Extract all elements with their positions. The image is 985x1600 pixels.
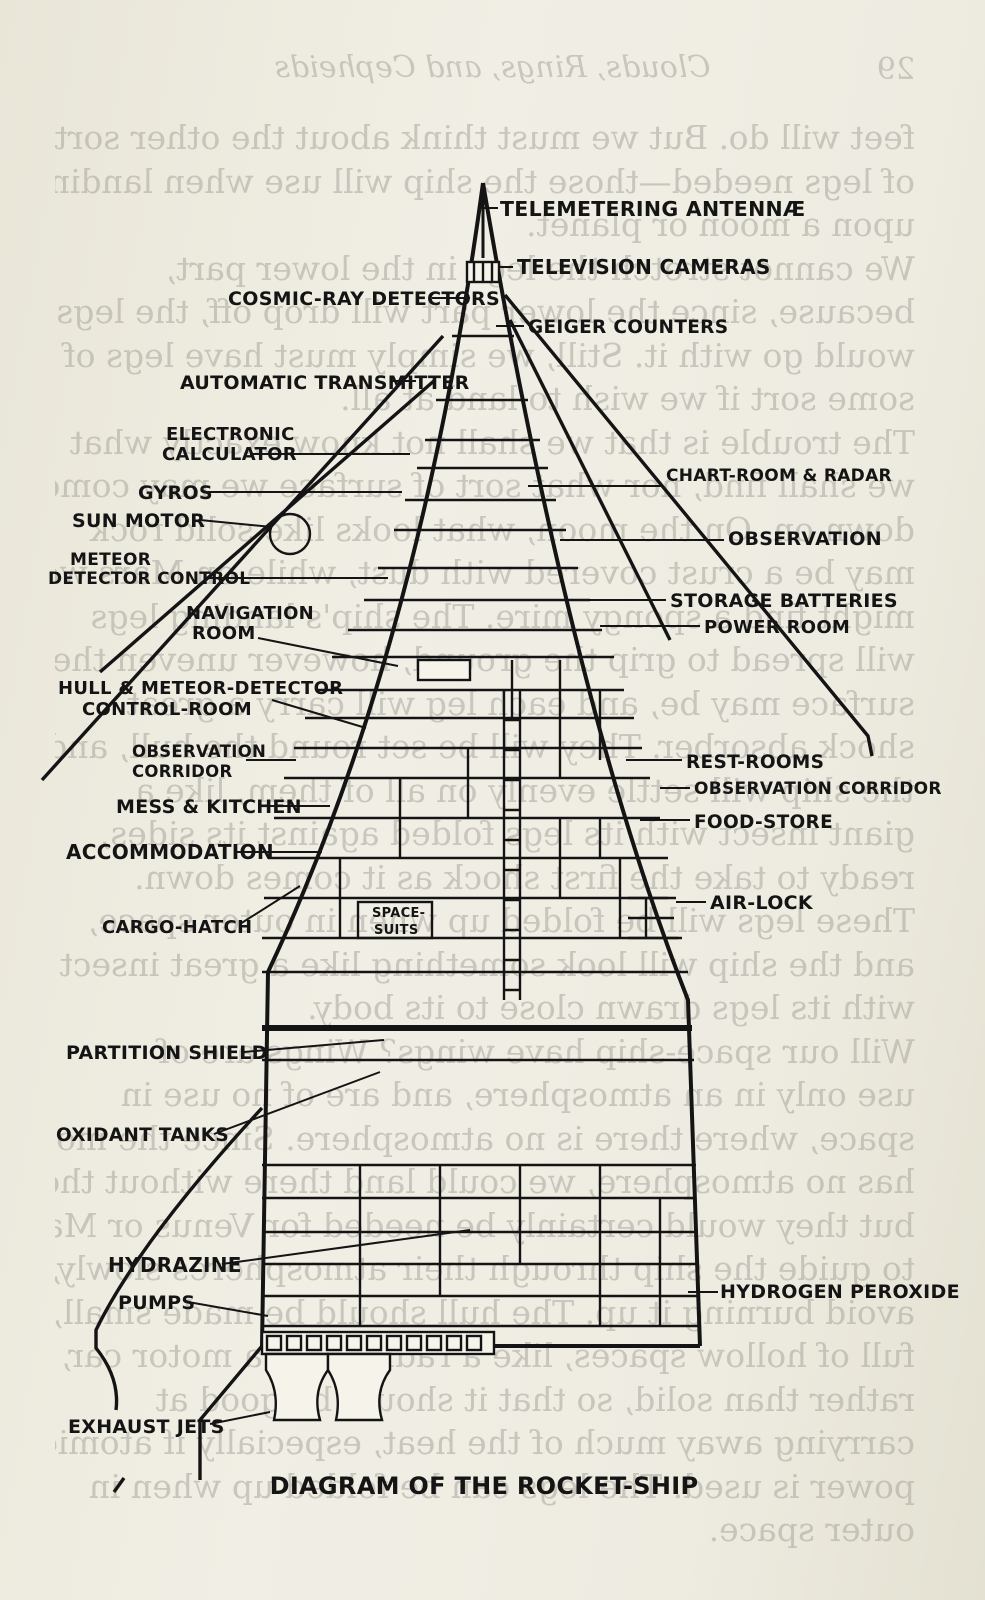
rocket-outline bbox=[262, 183, 700, 1346]
label-suits: SUITS bbox=[374, 923, 419, 938]
label-power-room: POWER ROOM bbox=[704, 617, 850, 638]
label-food-store: FOOD-STORE bbox=[694, 812, 833, 833]
label-geiger-counters: GEIGER COUNTERS bbox=[528, 317, 728, 338]
label-corridor-left: CORRIDOR bbox=[132, 762, 233, 781]
label-calculator: CALCULATOR bbox=[162, 444, 297, 465]
label-navigation: NAVIGATION bbox=[186, 603, 314, 624]
label-rest-rooms: REST-ROOMS bbox=[686, 752, 824, 773]
label-mess-kitchen: MESS & KITCHEN bbox=[116, 796, 302, 818]
label-control-room: CONTROL-ROOM bbox=[82, 699, 252, 720]
label-observation-corridor-right: OBSERVATION CORRIDOR bbox=[694, 779, 942, 799]
leader-sun-motor bbox=[200, 520, 272, 527]
label-detector-control: DETECTOR CONTROL bbox=[48, 569, 250, 589]
label-telemetering-antennae: TELEMETERING ANTENNÆ bbox=[500, 197, 806, 221]
label-air-lock: AIR-LOCK bbox=[710, 892, 814, 914]
rocket-hull-right bbox=[483, 183, 700, 1346]
exhaust-jet-right bbox=[328, 1354, 390, 1420]
label-accommodation: ACCOMMODATION bbox=[66, 840, 274, 864]
leader-hull-meteor-detector bbox=[272, 700, 366, 728]
leader-pumps bbox=[188, 1302, 268, 1316]
label-cosmic-ray-detectors: COSMIC-RAY DETECTORS bbox=[228, 288, 500, 310]
diagram-caption: DIAGRAM OF THE ROCKET-SHIP bbox=[270, 1472, 699, 1500]
leader-hydrazine bbox=[222, 1230, 470, 1264]
label-chart-room-radar: CHART-ROOM & RADAR bbox=[666, 466, 892, 486]
label-meteor: METEOR bbox=[70, 550, 151, 570]
label-gyros: GYROS bbox=[138, 482, 213, 504]
label-cargo-hatch: CARGO-HATCH bbox=[102, 917, 252, 938]
label-space: SPACE- bbox=[372, 906, 425, 921]
fin-right-inner bbox=[510, 320, 670, 640]
leader-oxidant-tanks bbox=[214, 1072, 380, 1134]
label-hydrazine: HYDRAZINE bbox=[108, 1253, 242, 1277]
label-storage-batteries: STORAGE BATTERIES bbox=[670, 590, 898, 612]
label-exhaust-jets: EXHAUST JETS bbox=[68, 1416, 225, 1438]
label-television-cameras: TELEVISION CAMERAS bbox=[517, 255, 771, 279]
hull-base-flare bbox=[200, 1346, 262, 1480]
label-hull-meteor-detector: HULL & METEOR-DETECTOR bbox=[58, 678, 343, 699]
label-observation: OBSERVATION bbox=[728, 528, 882, 550]
rocket-hull-left bbox=[262, 183, 483, 1346]
navigation-console bbox=[418, 660, 470, 680]
label-partition-shield: PARTITION SHIELD bbox=[66, 1042, 268, 1064]
label-pumps: PUMPS bbox=[118, 1292, 195, 1314]
label-room: ROOM bbox=[192, 623, 256, 644]
label-automatic-transmitter: AUTOMATIC TRANSMITTER bbox=[180, 372, 470, 394]
leader-navigation-room bbox=[258, 638, 398, 666]
exhaust-jet-left bbox=[266, 1354, 328, 1420]
ladder bbox=[504, 690, 520, 1000]
label-oxidant-tanks: OXIDANT TANKS bbox=[56, 1125, 229, 1146]
label-hydrogen-peroxide: HYDROGEN PEROXIDE bbox=[720, 1281, 960, 1303]
label-sun-motor: SUN MOTOR bbox=[72, 510, 205, 532]
label-electronic: ELECTRONIC bbox=[166, 424, 295, 445]
label-observation-left: OBSERVATION bbox=[132, 742, 266, 761]
base-tick bbox=[114, 1478, 124, 1492]
